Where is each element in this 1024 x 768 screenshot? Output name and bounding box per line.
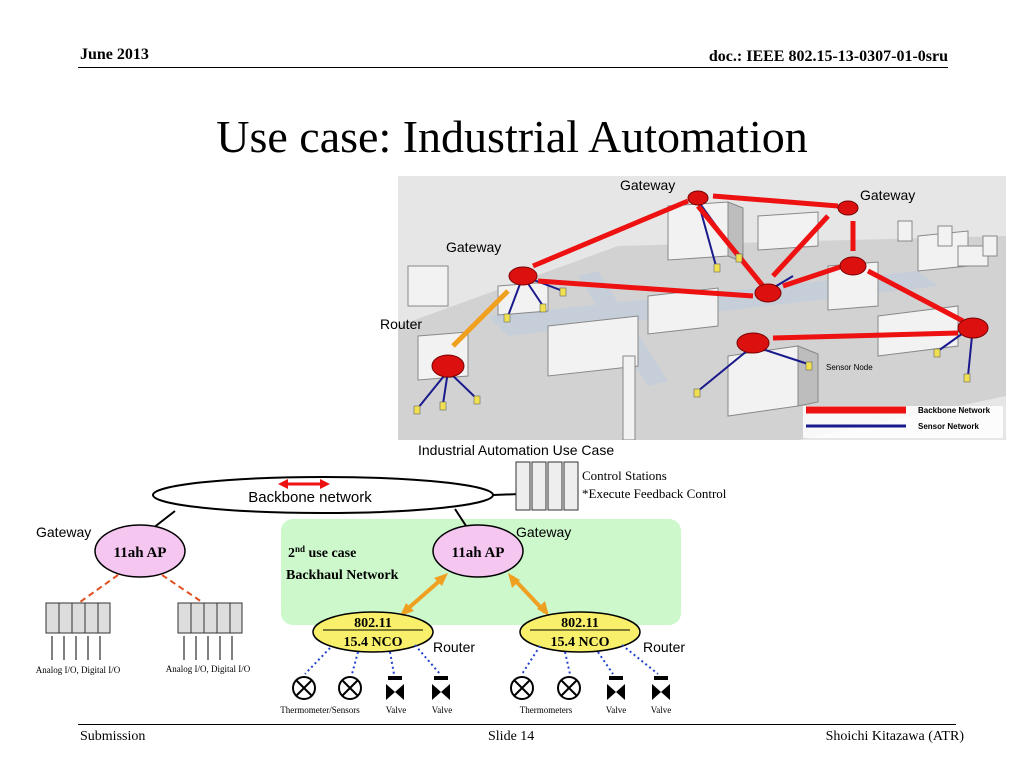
feedback-control-label: *Execute Feedback Control bbox=[582, 486, 727, 501]
usecase-line2: Backhaul Network bbox=[286, 568, 399, 583]
device-label: Thermometers bbox=[520, 705, 573, 715]
router-node bbox=[431, 354, 465, 378]
device-label: Valve bbox=[432, 705, 453, 715]
footer-divider bbox=[78, 724, 956, 725]
gateway-node bbox=[508, 266, 538, 286]
thermometer-icon bbox=[292, 676, 316, 700]
nco-top-label: 802.11 bbox=[354, 616, 392, 631]
sensor-nodes bbox=[413, 253, 971, 415]
device-label: Valve bbox=[651, 705, 672, 715]
pillar bbox=[622, 355, 636, 440]
nco-node-right bbox=[519, 611, 641, 653]
ap-node-left bbox=[94, 524, 186, 578]
router-node bbox=[736, 332, 770, 354]
footer-submission: Submission bbox=[80, 729, 146, 744]
router-node bbox=[839, 256, 867, 276]
backbone-network-links bbox=[532, 193, 965, 341]
ap-label: 11ah AP bbox=[452, 545, 505, 561]
gateway-label: Gateway bbox=[860, 187, 915, 203]
control-stations-label: Control Stations bbox=[582, 468, 667, 483]
backbone-arrow-head bbox=[278, 479, 288, 489]
legend-sensor-label: Sensor Network bbox=[918, 422, 979, 431]
valve-icon bbox=[607, 676, 625, 700]
gateway-label: Gateway bbox=[516, 524, 571, 540]
backbone-label: Backbone network bbox=[248, 489, 372, 506]
sensor-icon bbox=[338, 676, 362, 700]
ap-nco-link bbox=[402, 575, 446, 614]
nco-bottom-label: 15.4 NCO bbox=[343, 635, 402, 650]
gateway-label: Gateway bbox=[620, 177, 675, 193]
nco-top-label: 802.11 bbox=[561, 616, 599, 631]
ap-label: 11ah AP bbox=[114, 545, 167, 561]
router-label: Router bbox=[380, 316, 423, 332]
tank bbox=[937, 225, 953, 247]
thermometer-icon bbox=[510, 676, 534, 700]
link-arrow-head bbox=[434, 573, 448, 586]
io-link bbox=[79, 574, 119, 603]
nco-bottom-label: 15.4 NCO bbox=[550, 635, 609, 650]
link-arrow-head bbox=[400, 603, 414, 616]
link-arrow-head bbox=[508, 573, 520, 588]
io-module-left bbox=[45, 602, 111, 660]
gateway-label: Gateway bbox=[446, 239, 501, 255]
building bbox=[877, 305, 959, 357]
ap-nco-link bbox=[510, 575, 547, 614]
gateway-router-link bbox=[451, 289, 510, 348]
valve-icon bbox=[386, 676, 404, 700]
link-arrow-head bbox=[537, 601, 549, 616]
sensor-links bbox=[304, 644, 659, 675]
gateway-node bbox=[837, 200, 859, 216]
valve-icon bbox=[432, 676, 450, 700]
tank bbox=[982, 235, 998, 257]
usecase-line1: 2nd use case bbox=[288, 544, 356, 561]
header-divider bbox=[78, 67, 948, 68]
io-label: Analog I/O, Digital I/O bbox=[36, 665, 121, 675]
header-date: June 2013 bbox=[80, 46, 149, 63]
router-node bbox=[754, 283, 782, 303]
building bbox=[547, 315, 639, 377]
footer-author: Shoichi Kitazawa (ATR) bbox=[825, 729, 964, 744]
io-link bbox=[161, 574, 203, 603]
device-label: Valve bbox=[606, 705, 627, 715]
io-module-right bbox=[177, 602, 243, 660]
slide-title: Use case: Industrial Automation bbox=[216, 111, 808, 162]
server-icon bbox=[515, 461, 579, 511]
valve-icon bbox=[652, 676, 670, 700]
scene-caption: Industrial Automation Use Case bbox=[418, 442, 615, 458]
router-label: Router bbox=[643, 639, 685, 655]
nco-node-left bbox=[312, 611, 434, 653]
gateway-label: Gateway bbox=[36, 524, 91, 540]
gateway-node bbox=[687, 190, 709, 206]
industrial-plant-illustration: Gateway Gateway Gateway Sensor Node Back… bbox=[398, 176, 1006, 440]
io-label: Analog I/O, Digital I/O bbox=[166, 664, 251, 674]
building bbox=[407, 265, 449, 307]
thermometer-icon bbox=[557, 676, 581, 700]
device-label: Valve bbox=[386, 705, 407, 715]
sensor-node-label: Sensor Node bbox=[826, 363, 873, 372]
router-node bbox=[957, 317, 989, 339]
legend-backbone-label: Backbone Network bbox=[918, 406, 991, 415]
backbone-arrow-head bbox=[320, 479, 330, 489]
footer-slide-number: Slide 14 bbox=[488, 729, 535, 744]
router-label: Router bbox=[433, 639, 475, 655]
device-label: Thermometer/Sensors bbox=[280, 705, 360, 715]
building bbox=[797, 345, 819, 407]
tank bbox=[897, 220, 913, 242]
header-doc-id: doc.: IEEE 802.15-13-0307-01-0sru bbox=[708, 48, 948, 65]
ap-node-right bbox=[432, 524, 524, 578]
